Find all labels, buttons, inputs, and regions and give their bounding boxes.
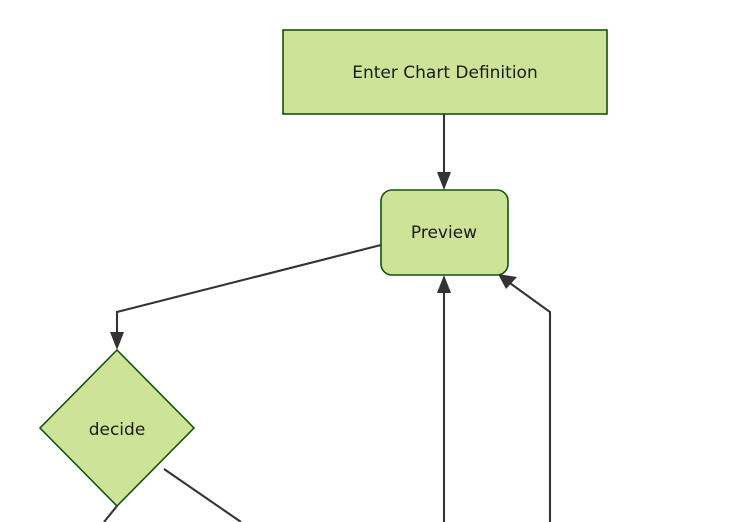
arrowhead-icon xyxy=(437,275,451,293)
node-preview[interactable]: Preview xyxy=(380,189,509,276)
edge-preview-to-decide xyxy=(110,243,382,350)
edge-offscreen-center-to-preview xyxy=(437,275,451,522)
node-label-enter-chart-definition: Enter Chart Definition xyxy=(352,63,537,83)
node-shape-diamond[interactable] xyxy=(38,348,196,508)
edge-line xyxy=(506,280,552,522)
arrowhead-icon xyxy=(110,332,124,350)
edge-line xyxy=(115,243,382,340)
edge-decide-out-left xyxy=(103,505,118,522)
arrowhead-icon xyxy=(437,172,451,190)
edge-line xyxy=(163,468,242,522)
node-shape-rounded-rectangle[interactable] xyxy=(380,189,509,276)
edge-offscreen-right-to-preview xyxy=(498,274,552,522)
arrowhead-icon xyxy=(498,274,517,289)
node-label-preview: Preview xyxy=(411,223,477,243)
node-label-decide: decide xyxy=(89,420,146,440)
edge-decide-out-right xyxy=(163,468,242,522)
edge-line xyxy=(103,505,118,522)
node-enter-chart-definition[interactable]: Enter Chart Definition xyxy=(282,29,608,115)
node-shape-rectangle[interactable] xyxy=(282,29,608,115)
node-decide[interactable]: decide xyxy=(38,348,196,508)
edge-enter-to-preview xyxy=(437,114,451,190)
